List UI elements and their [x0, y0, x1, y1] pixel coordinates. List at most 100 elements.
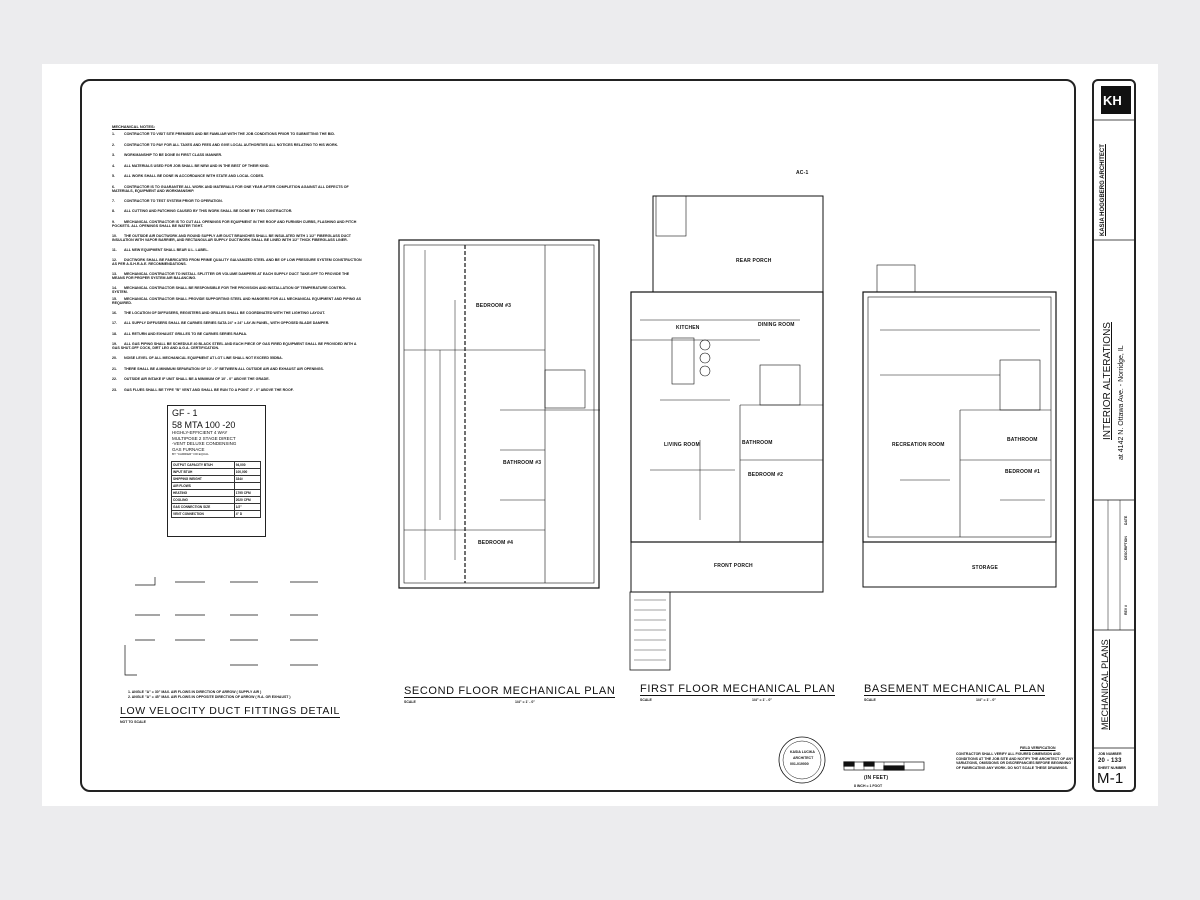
note-number: 14.	[112, 286, 117, 290]
note-number: 16.	[112, 310, 117, 315]
room-label: BEDROOM #4	[478, 540, 514, 546]
seal-text: ARCHITECT	[793, 756, 814, 760]
plan-scale-label: SCALE	[404, 700, 416, 704]
job-number-label: JOB NUMBER	[1098, 752, 1122, 756]
note-text: MECHANICAL CONTRACTOR SHALL BE RESPONSIB…	[112, 286, 347, 295]
furnace-desc: MULTIPOSE 2 STAGE DIRECT	[172, 435, 236, 441]
duct-detail-note: 1. ANGLE "A" = 30" MAX. AIR FLOWS IN DIR…	[128, 690, 262, 694]
room-label: DINING ROOM	[758, 322, 795, 328]
note-number: 17.	[112, 321, 117, 325]
note-text: NOISE LEVEL OF ALL MECHANICAL EQUIPMENT …	[124, 356, 283, 360]
mechanical-note: 2.CONTRACTOR TO PAY FOR ALL TAXES AND FE…	[112, 143, 362, 147]
project-title: INTERIOR ALTERATIONS	[1102, 322, 1113, 440]
note-number: 8.	[112, 209, 115, 213]
project-address: at 4142 N. Ottawa Ave. - Norridge, IL	[1118, 345, 1125, 460]
note-text: ALL WORK SHALL BE DONE IN ACCORDANCE WIT…	[124, 174, 265, 178]
seal-text: 001-019000	[790, 762, 809, 766]
note-text: THE LOCATION OF DIFFUSERS, REGISTERS AND…	[124, 310, 325, 315]
note-text: CONTRACTOR IS TO GUARANTEE ALL WORK AND …	[112, 184, 349, 193]
note-number: 9.	[112, 219, 115, 224]
second-floor-outline	[398, 239, 600, 589]
mechanical-note: 17. ALL SUPPLY DIFFUSERS SHALL BE CARNES …	[112, 321, 362, 325]
room-label: KITCHEN	[676, 325, 700, 331]
mechanical-note: 5. ALL WORK SHALL BE DONE IN ACCORDANCE W…	[112, 174, 362, 178]
mechanical-note: 14.MECHANICAL CONTRACTOR SHALL BE RESPON…	[112, 286, 362, 294]
mechanical-note: 10.THE OUTSIDE AIR DUCTWORK AND ROUND SU…	[112, 234, 362, 242]
note-text: MECHANICAL CONTRACTOR IS TO CUT ALL OPEN…	[112, 219, 357, 228]
mechanical-note: 13.MECHANICAL CONTRACTOR TO INSTALL SPLI…	[112, 272, 362, 280]
room-label: BATHROOM #3	[503, 460, 542, 466]
duct-detail-title: LOW VELOCITY DUCT FITTINGS DETAIL	[120, 705, 340, 718]
note-text: THERE SHALL BE A MINIMUM SEPARATION OF 1…	[124, 366, 324, 371]
scalebar-ratio: 8 INCH = 1 FOOT	[854, 784, 883, 788]
note-number: 15.	[112, 296, 117, 301]
note-number: 19.	[112, 342, 117, 346]
note-number: 6.	[112, 184, 115, 189]
firm-logo	[1101, 86, 1131, 114]
room-label: REAR PORCH	[736, 258, 772, 264]
plan-scale: 1/4" = 1' - 0"	[515, 700, 536, 704]
title-block	[1092, 79, 1136, 792]
mechanical-note: 21. THERE SHALL BE A MINIMUM SEPARATION O…	[112, 367, 362, 371]
note-text: ALL SUPPLY DIFFUSERS SHALL BE CARNES SER…	[124, 321, 330, 325]
room-label: BEDROOM #3	[476, 303, 512, 309]
rev-header: DESCRIPTION	[1124, 536, 1128, 560]
note-number: 5.	[112, 174, 115, 178]
note-text: ALL RETURN AND EXHAUST GRILLES TO BE CAR…	[124, 331, 248, 336]
duct-detail-scale: NOT TO SCALE	[120, 720, 146, 724]
seal-text: KASIA LUCIKA	[790, 750, 815, 754]
mechanical-note: 12.DUCTWORK SHALL BE FABRICATED FROM PRI…	[112, 258, 362, 266]
field-verification-text: CONTRACTOR SHALL VERIFY ALL FIGURED DIME…	[956, 752, 1074, 770]
room-label: BATHROOM	[1007, 437, 1038, 443]
firm-name: KASIA HOGGBERG ARCHITECT	[1100, 144, 1106, 236]
room-label: BEDROOM #1	[1005, 469, 1041, 475]
mechanical-notes-title: MECHANICAL NOTES:	[112, 124, 156, 129]
note-text: MECHANICAL CONTRACTOR SHALL PROVIDE SUPP…	[112, 296, 362, 305]
note-number: 7.	[112, 198, 115, 203]
note-number: 21.	[112, 366, 117, 371]
note-text: WORKMANSHIP TO BE DONE IN FIRST CLASS MA…	[124, 153, 223, 157]
mechanical-note: 4.ALL MATERIALS USED FOR JOB SHALL BE NE…	[112, 164, 362, 168]
room-label: FRONT PORCH	[714, 563, 753, 569]
note-text: ALL CUTTING AND PATCHING CAUSED BY THIS …	[124, 209, 293, 213]
note-number: 23.	[112, 387, 117, 392]
furnace-value: 4" D	[233, 509, 262, 518]
furnace-desc: HIGHLY-EFFICIENT 4 WAY	[172, 430, 228, 435]
note-text: DUCTWORK SHALL BE FABRICATED FROM PRIME …	[112, 258, 362, 267]
note-text: MECHANICAL CONTRACTOR TO INSTALL SPLITTE…	[112, 272, 350, 281]
mechanical-note: 1.CONTRACTOR TO VISIT SITE PREMISES AND …	[112, 132, 362, 136]
note-text: CONTRACTOR TO VISIT SITE PREMISES AND BE…	[124, 132, 335, 136]
mechanical-note: 22.OUTSIDE AIR INTAKE IF UNIT SHALL BE A…	[112, 377, 362, 381]
note-number: 4.	[112, 163, 115, 168]
note-text: CONTRACTOR TO TEST SYSTEM PRIOR TO OPERA…	[124, 198, 223, 203]
plan-scale-label: SCALE	[640, 698, 652, 702]
mechanical-note: 16. THE LOCATION OF DIFFUSERS, REGISTERS …	[112, 311, 362, 315]
scalebar-label: (IN FEET)	[864, 775, 889, 781]
second-floor-plan-title: SECOND FLOOR MECHANICAL PLAN	[404, 685, 616, 698]
plan-scale-label: SCALE	[864, 698, 876, 702]
note-number: 11.	[112, 247, 117, 252]
mechanical-note: 7. CONTRACTOR TO TEST SYSTEM PRIOR TO OPE…	[112, 199, 362, 203]
note-number: 3.	[112, 153, 115, 157]
furnace-schedule: GF - 1 58 MTA 100 -20 HIGHLY-EFFICIENT 4…	[167, 405, 266, 537]
rev-header: REV #	[1124, 604, 1128, 615]
first-floor-outline	[630, 291, 824, 543]
furnace-desc: -VENT DELUXE CONDENSING	[172, 441, 237, 446]
basement-outline	[862, 291, 1057, 543]
furnace-desc: GAS FURNACE	[172, 446, 205, 452]
mechanical-note: 15.MECHANICAL CONTRACTOR SHALL PROVIDE S…	[112, 297, 362, 305]
rev-header: DATE	[1124, 515, 1128, 525]
furnace-model: 58 MTA 100 -20	[172, 420, 236, 430]
note-number: 18.	[112, 331, 117, 336]
mechanical-note: 9.MECHANICAL CONTRACTOR IS TO CUT ALL OP…	[112, 220, 362, 228]
note-text: THE OUTSIDE AIR DUCTWORK AND ROUND SUPPL…	[112, 233, 351, 242]
note-text: ALL NEW EQUIPMENT SHALL BEAR U.L. LABEL.	[124, 247, 209, 252]
room-label: STORAGE	[972, 565, 999, 571]
mechanical-note: 18. ALL RETURN AND EXHAUST GRILLES TO BE …	[112, 332, 362, 336]
note-text: OUTSIDE AIR INTAKE IF UNIT SHALL BE A MI…	[124, 377, 270, 381]
sheet-number: M-1	[1097, 770, 1124, 787]
note-number: 10.	[112, 233, 117, 238]
furnace-desc: BY "CARRIER" OR EQUAL	[172, 452, 209, 456]
